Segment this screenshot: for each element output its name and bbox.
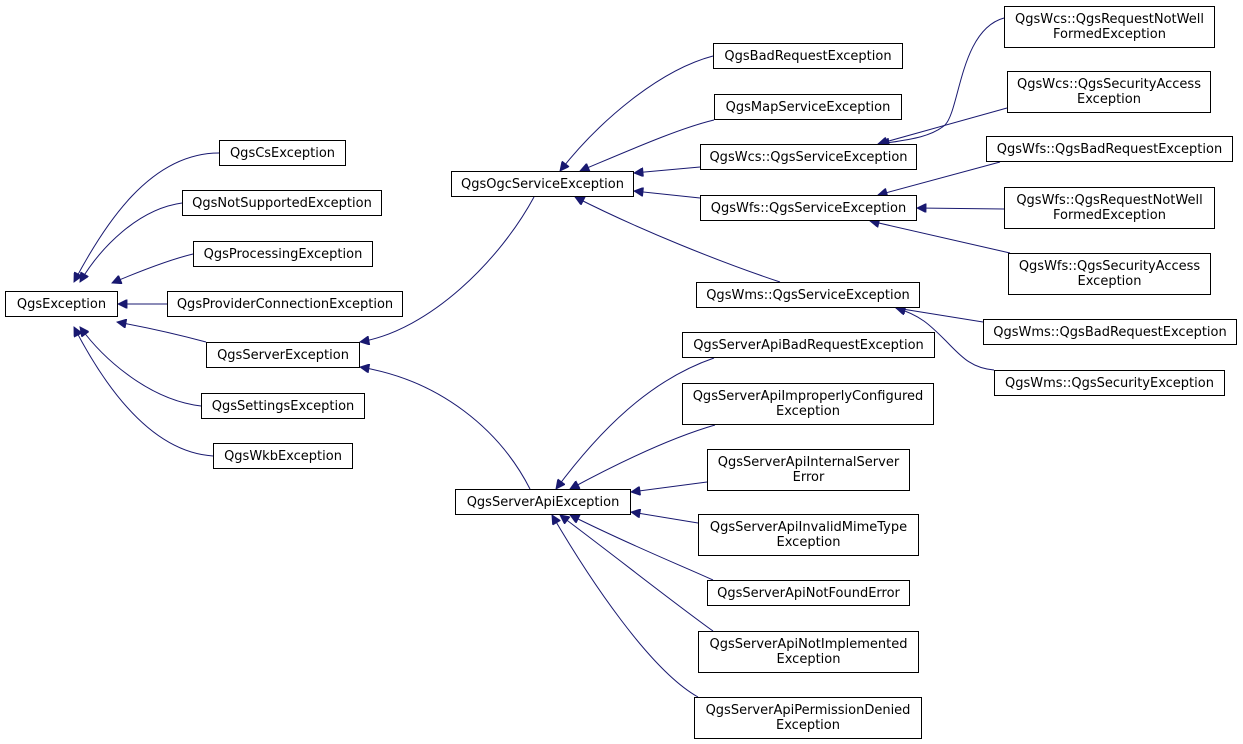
class-node-label: QgsNotSupportedException bbox=[192, 195, 372, 211]
class-node-wms-service[interactable]: QgsWms::QgsServiceException bbox=[696, 282, 920, 308]
class-node-label: QgsProcessingException bbox=[203, 246, 363, 262]
class-node-label: FormedException bbox=[1053, 27, 1166, 42]
class-node-api-notfound[interactable]: QgsServerApiNotFoundError bbox=[707, 580, 910, 606]
class-node-wfs-badrequest[interactable]: QgsWfs::QgsBadRequestException bbox=[986, 136, 1233, 162]
edge-ogcservice-to-server bbox=[360, 196, 535, 342]
class-node-serverapi[interactable]: QgsServerApiException bbox=[455, 489, 631, 515]
class-node-api-badrequest[interactable]: QgsServerApiBadRequestException bbox=[682, 332, 935, 358]
edge-api-badrequest-to-serverapi bbox=[556, 357, 715, 489]
edge-api-notimpl-to-serverapi bbox=[560, 515, 714, 632]
class-node-label: QgsWfs::QgsServiceException bbox=[710, 200, 907, 216]
edge-server-to-qgsexception bbox=[117, 322, 207, 343]
class-node-label: QgsBadRequestException bbox=[724, 48, 892, 64]
class-node-settings[interactable]: QgsSettingsException bbox=[201, 393, 365, 419]
edge-wms-badrequest-to-wms-service bbox=[896, 308, 984, 323]
class-node-label: QgsMapServiceException bbox=[725, 99, 891, 115]
edge-api-internal-to-serverapi bbox=[631, 481, 708, 492]
class-node-label: QgsWfs::QgsRequestNotWell bbox=[1016, 193, 1203, 208]
edge-wcs-service-to-ogcservice bbox=[634, 166, 701, 173]
edge-wfs-badrequest-to-wfs-service bbox=[878, 161, 1001, 195]
class-node-cs[interactable]: QgsCsException bbox=[219, 140, 346, 166]
edge-wms-security-to-wms-service bbox=[896, 308, 995, 371]
class-node-label: QgsException bbox=[16, 296, 107, 312]
class-node-wms-badrequest[interactable]: QgsWms::QgsBadRequestException bbox=[983, 319, 1237, 345]
class-node-label: QgsWms::QgsServiceException bbox=[706, 287, 910, 303]
class-node-label: Exception bbox=[1077, 274, 1142, 289]
class-node-ogcservice[interactable]: QgsOgcServiceException bbox=[451, 171, 634, 197]
class-node-label: QgsWcs::QgsSecurityAccess bbox=[1017, 77, 1201, 92]
class-node-label: QgsServerApiNotFoundError bbox=[717, 585, 900, 601]
class-node-label: QgsServerApiImproperlyConfigured bbox=[692, 389, 924, 404]
class-node-label: QgsWkbException bbox=[224, 448, 342, 464]
class-node-providerconn[interactable]: QgsProviderConnectionException bbox=[167, 291, 403, 317]
class-node-label: QgsServerApiInternalServer bbox=[717, 455, 900, 470]
class-node-label: Exception bbox=[776, 652, 841, 667]
edge-api-permission-to-serverapi bbox=[552, 515, 699, 698]
edge-api-mime-to-serverapi bbox=[631, 512, 699, 524]
edge-settings-to-qgsexception bbox=[80, 327, 202, 407]
class-node-label: QgsSettingsException bbox=[211, 398, 355, 414]
class-node-label: Exception bbox=[776, 404, 840, 419]
class-node-label: Exception bbox=[776, 535, 841, 550]
class-node-wfs-service[interactable]: QgsWfs::QgsServiceException bbox=[700, 195, 917, 221]
class-node-label: Error bbox=[792, 470, 825, 485]
class-node-label: QgsWms::QgsSecurityException bbox=[1005, 375, 1214, 391]
class-node-label: QgsCsException bbox=[229, 145, 336, 161]
class-node-label: QgsOgcServiceException bbox=[461, 176, 624, 192]
edge-badrequest-to-ogcservice bbox=[560, 55, 714, 171]
class-node-wms-security[interactable]: QgsWms::QgsSecurityException bbox=[994, 370, 1225, 396]
edge-wfs-service-to-ogcservice bbox=[634, 191, 701, 199]
edge-wms-service-to-ogcservice bbox=[575, 197, 781, 283]
edge-processing-to-qgsexception bbox=[112, 253, 194, 283]
class-node-label: QgsWfs::QgsBadRequestException bbox=[996, 141, 1223, 157]
edge-wcs-security-to-wcs-service bbox=[878, 107, 1008, 144]
class-node-label: Exception bbox=[776, 718, 840, 733]
edge-api-notfound-to-serverapi bbox=[570, 515, 714, 581]
class-node-label: FormedException bbox=[1053, 208, 1166, 223]
edge-serverapi-to-server bbox=[360, 367, 531, 490]
edge-api-improper-to-serverapi bbox=[570, 424, 716, 489]
class-node-badrequest[interactable]: QgsBadRequestException bbox=[713, 43, 903, 69]
class-node-label: QgsWcs::QgsRequestNotWell bbox=[1015, 12, 1204, 27]
class-node-wcs-service[interactable]: QgsWcs::QgsServiceException bbox=[700, 144, 917, 170]
class-node-notsupported[interactable]: QgsNotSupportedException bbox=[182, 190, 382, 216]
class-node-label: QgsProviderConnectionException bbox=[176, 296, 394, 312]
class-node-wkb[interactable]: QgsWkbException bbox=[213, 443, 353, 469]
edge-wfs-security-to-wfs-service bbox=[870, 221, 1011, 254]
class-node-label: QgsWcs::QgsServiceException bbox=[709, 149, 908, 165]
class-node-label: QgsWfs::QgsSecurityAccess bbox=[1018, 259, 1201, 274]
edge-cs-to-qgsexception bbox=[74, 152, 220, 282]
class-node-mapservice[interactable]: QgsMapServiceException bbox=[714, 94, 902, 120]
edge-wkb-to-qgsexception bbox=[74, 327, 214, 457]
class-node-label: QgsWms::QgsBadRequestException bbox=[993, 324, 1227, 340]
class-node-label: Exception bbox=[1077, 92, 1141, 107]
edge-wfs-notwell-to-wfs-service bbox=[917, 208, 1005, 209]
class-node-label: QgsServerApiNotImplemented bbox=[709, 637, 908, 652]
class-node-label: QgsServerApiInvalidMimeType bbox=[709, 520, 908, 535]
class-node-label: QgsServerApiException bbox=[466, 494, 620, 510]
edge-mapservice-to-ogcservice bbox=[580, 119, 715, 171]
class-node-label: QgsServerApiBadRequestException bbox=[693, 337, 924, 353]
class-node-server[interactable]: QgsServerException bbox=[206, 342, 360, 368]
edge-notsupported-to-qgsexception bbox=[80, 202, 183, 282]
edge-wcs-notwell-to-wcs-service bbox=[880, 17, 1005, 144]
class-node-processing[interactable]: QgsProcessingException bbox=[193, 241, 373, 267]
class-node-label: QgsServerApiPermissionDenied bbox=[705, 703, 911, 718]
class-node-label: QgsServerException bbox=[217, 347, 349, 363]
class-node-qgsexception[interactable]: QgsException bbox=[5, 291, 118, 317]
